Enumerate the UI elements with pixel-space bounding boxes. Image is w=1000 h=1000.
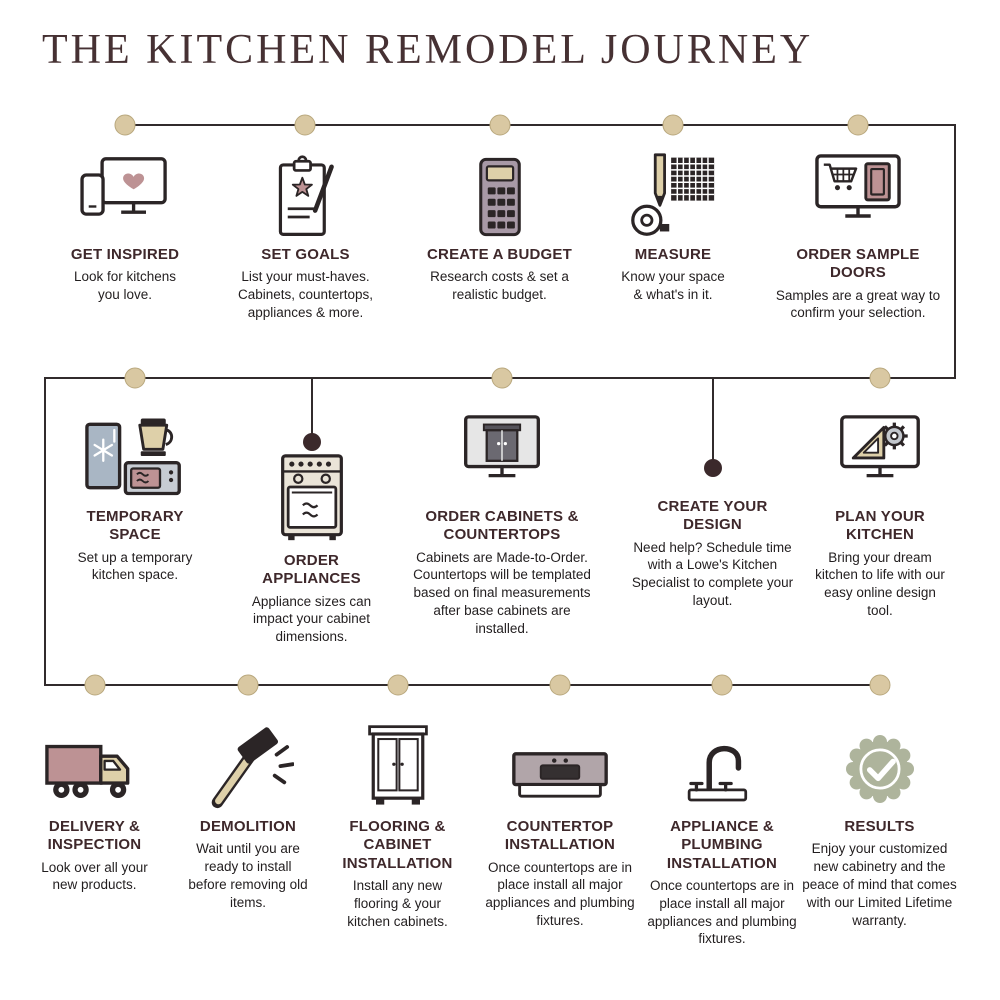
step-set-goals: SET GOALS List your must-haves. Cabinets… (218, 146, 393, 322)
sample-doors-monitor-icon (763, 146, 953, 246)
step-appliance-plumbing-installation: APPLIANCE & PLUMBING INSTALLATION Once c… (642, 710, 802, 948)
step-title: ORDER SAMPLE DOORS (796, 246, 920, 282)
range-appliance-icon (234, 452, 389, 552)
step-demolition: DEMOLITION Wait until you are ready to i… (173, 710, 323, 912)
step-description: Set up a temporary kitchen space. (77, 549, 193, 583)
step-title: CREATE A BUDGET (427, 246, 572, 263)
step-delivery-inspection: DELIVERY & INSPECTION Look over all your… (27, 710, 162, 894)
step-title: DEMOLITION (199, 818, 297, 835)
journey-node-dots (84, 114, 891, 696)
step-title: GET INSPIRED (70, 246, 180, 263)
goals-clipboard-icon (218, 146, 393, 246)
step-title: COUNTERTOP INSTALLATION (504, 818, 616, 854)
countertop-sink-icon (480, 710, 640, 818)
step-description: Know your space & what's in it. (621, 269, 725, 303)
step-order-appliances: ORDER APPLIANCES Appliance sizes can imp… (234, 452, 389, 646)
step-title: ORDER CABINETS & COUNTERTOPS (425, 508, 579, 544)
step-description: List your must-haves. Cabinets, countert… (237, 269, 374, 320)
step-results: RESULTS Enjoy your customized new cabine… (797, 710, 962, 929)
budget-calculator-icon (412, 146, 587, 246)
step-description: Install any new flooring & your kitchen … (347, 877, 448, 929)
step-title: DELIVERY & INSPECTION (47, 818, 142, 854)
step-title: MEASURE (634, 246, 712, 263)
faucet-icon (642, 710, 802, 818)
cabinet-icon (325, 710, 470, 818)
delivery-truck-icon (27, 710, 162, 818)
step-description: Research costs & set a realistic budget. (430, 269, 569, 303)
step-description: Enjoy your customized new cabinetry and … (802, 841, 957, 928)
step-title: SET GOALS (261, 246, 350, 263)
step-plan-your-kitchen: PLAN YOUR KITCHEN Bring your dream kitch… (805, 404, 955, 620)
step-description: Once countertops are in place install al… (485, 859, 635, 929)
step-description: Wait until you are ready to install befo… (188, 841, 308, 910)
step-title: ORDER APPLIANCES (262, 552, 361, 588)
step-title: PLAN YOUR KITCHEN (835, 508, 925, 544)
step-title: TEMPORARY SPACE (86, 508, 184, 544)
design-tool-monitor-icon (805, 404, 955, 508)
sledgehammer-icon (173, 710, 323, 818)
step-order-cabinets-countertops: ORDER CABINETS & COUNTERTOPS Cabinets ar… (407, 410, 597, 638)
step-temporary-space: TEMPORARY SPACE Set up a temporary kitch… (60, 402, 210, 584)
cabinets-monitor-icon (407, 410, 597, 508)
step-create-a-budget: CREATE A BUDGET Research costs & set a r… (412, 146, 587, 304)
step-order-sample-doors: ORDER SAMPLE DOORS Samples are a great w… (763, 146, 953, 322)
step-title: FLOORING & CABINET INSTALLATION (342, 818, 453, 872)
measure-tools-icon (598, 146, 748, 246)
step-description: Appliance sizes can impact your cabinet … (251, 593, 372, 645)
step-measure: MEASURE Know your space & what's in it. (598, 146, 748, 304)
step-title: RESULTS (844, 818, 915, 835)
step-get-inspired: GET INSPIRED Look for kitchens you love. (50, 146, 200, 304)
step-description: Look over all your new products. (41, 859, 148, 893)
step-countertop-installation: COUNTERTOP INSTALLATION Once countertops… (480, 710, 640, 930)
step-description: Look for kitchens you love. (73, 269, 177, 303)
step-description: Samples are a great way to confirm your … (775, 287, 941, 321)
page-title: THE KITCHEN REMODEL JOURNEY (42, 27, 814, 73)
step-description: Cabinets are Made-to-Order. Countertops … (413, 549, 591, 636)
step-title: APPLIANCE & PLUMBING INSTALLATION (666, 818, 778, 872)
inspired-devices-icon (50, 146, 200, 246)
step-title: CREATE YOUR DESIGN (657, 498, 768, 534)
journey-node-dots-dark (303, 433, 722, 477)
step-description: Once countertops are in place install al… (647, 877, 797, 947)
temporary-kitchen-icon (60, 402, 210, 508)
step-description: Bring your dream kitchen to life with ou… (815, 549, 945, 619)
warranty-badge-icon (797, 710, 962, 818)
step-flooring-cabinet-installation: FLOORING & CABINET INSTALLATION Install … (325, 710, 470, 930)
step-description: Need help? Schedule time with a Lowe's K… (631, 539, 794, 609)
step-create-your-design: CREATE YOUR DESIGN Need help? Schedule t… (625, 498, 800, 610)
journey-drop-lines (311, 378, 714, 462)
